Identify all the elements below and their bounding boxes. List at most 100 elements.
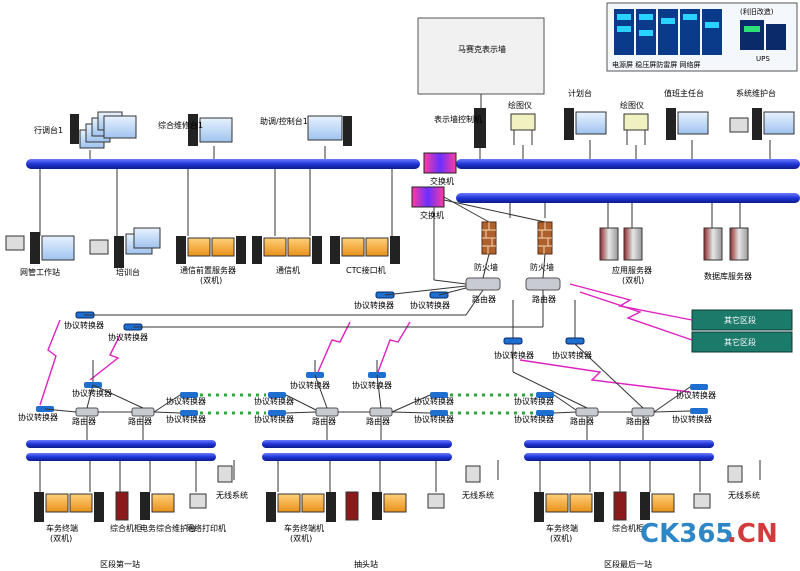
firewall-2-label: 防火墙 [530, 262, 554, 272]
ctc-interface-label: CTC接口机 [346, 265, 386, 275]
upper-bus-right [456, 159, 800, 169]
converter-links [84, 285, 576, 338]
station-buses [26, 440, 714, 461]
protocol-converters-row1: 协议转换器 协议转换器 协议转换器 协议转换器 协议转换器 协议转换器 [64, 291, 592, 360]
plotter-2: 绘图仪 [620, 100, 649, 145]
vehicle-terminal-label-1: 车务终端 [46, 523, 78, 533]
watermark-a: CK365 [640, 519, 734, 549]
station-last-label: 区段最后一站 [604, 559, 652, 569]
router-label-6: 路由器 [626, 416, 650, 426]
wireless-system-label-3: 无线系统 [728, 490, 760, 500]
app-server-dual: (双机) [622, 275, 644, 285]
other-section-box-1: 其它区段 [691, 309, 793, 331]
pc-label-8: 协议转换器 [18, 412, 58, 422]
comm-front-servers: 通信前置服务器 (双机) [176, 236, 246, 285]
network-mgmt-label: 网管工作站 [20, 267, 60, 277]
network-mgmt-station: 网管工作站 [5, 232, 75, 277]
pc-label-17: 协议转换器 [514, 396, 554, 406]
pc-label-12: 协议转换器 [352, 380, 392, 390]
router-label-2: 路由器 [128, 416, 152, 426]
other-section-box-2: 其它区段 [691, 331, 793, 353]
mosaic-wall: 马赛克表示墙 [417, 17, 545, 108]
dotted-links [200, 393, 534, 415]
plan-station-label: 计划台 [568, 88, 592, 98]
pc-label-15: 协议转换器 [414, 396, 454, 406]
pc-label-5: 协议转换器 [494, 350, 534, 360]
second-row-drops [39, 169, 741, 236]
comm-front-server-label: 通信前置服务器 [180, 265, 236, 275]
dispatcher-station-label: 行调台1 [34, 125, 63, 135]
router-label-1: 路由器 [72, 416, 96, 426]
vehicle-terminal-dual-2: (双机) [290, 533, 312, 543]
firewall-2: 防火墙 [530, 221, 554, 272]
pc-label-10: 协议转换器 [166, 414, 206, 424]
other-section-label-1: 其它区段 [724, 315, 756, 325]
display-wall-controller: 表示墙控制机 [434, 108, 486, 148]
power-panel-group: (利旧改造) UPS 电源屏 稳压屏防雷屏 网络屏 [606, 2, 798, 72]
vehicle-terminal-dual-1: (双机) [50, 533, 72, 543]
switch-2: 交换机 [411, 186, 445, 220]
wan-links [39, 283, 693, 406]
pc-label-14: 协议转换器 [254, 414, 294, 424]
pc-label-19: 协议转换器 [676, 390, 716, 400]
station-first-devices: 车务终端 (双机) 综合机柜 电务综合维护台 网络打印机 无线系统 区段第一站 [34, 460, 248, 569]
pc-label-20: 协议转换器 [672, 414, 712, 424]
vehicle-terminal-dual-3: (双机) [550, 533, 572, 543]
pc-label-7: 协议转换器 [72, 388, 112, 398]
app-servers: 应用服务器 (双机) [599, 227, 652, 285]
watermark: CK365 .CN [640, 519, 778, 549]
watermark-b: .CN [727, 519, 778, 549]
pc-label-16: 协议转换器 [414, 414, 454, 424]
plotter-2-label: 绘图仪 [620, 100, 644, 110]
plan-station: 计划台 [564, 88, 607, 140]
switch-1: 交换机 [423, 152, 457, 186]
pc-label-3: 协议转换器 [64, 320, 104, 330]
vehicle-terminal-label-3: 车务终端 [546, 523, 578, 533]
pc-label-18: 协议转换器 [514, 414, 554, 424]
switch-2-label: 交换机 [420, 210, 444, 220]
display-wall-controller-label: 表示墙控制机 [434, 114, 482, 124]
old-use-note: (利旧改造) [740, 7, 774, 16]
station-first-label: 区段第一站 [100, 559, 140, 569]
router-label-3: 路由器 [312, 416, 336, 426]
dispatcher-station: 行调台1 [34, 111, 137, 149]
integrated-cabinet-label-3: 综合机柜 [612, 523, 644, 533]
maintenance-station-label: 综合维修台1 [158, 120, 203, 130]
assistant-control-label: 助调/控制台1 [260, 116, 308, 126]
pc-label-4: 协议转换器 [108, 332, 148, 342]
station-interconnect [44, 343, 691, 440]
station-middle-label: 抽头站 [354, 559, 378, 569]
pc-label-6: 协议转换器 [552, 350, 592, 360]
upper-drops [89, 140, 771, 160]
firewall-links [433, 196, 546, 285]
shift-supervisor-label: 值班主任台 [664, 88, 704, 98]
shift-supervisor-station: 值班主任台 [664, 88, 709, 140]
pc-label-11: 协议转换器 [290, 380, 330, 390]
app-server-label: 应用服务器 [612, 265, 652, 275]
station-middle-devices: 车务终端机 (双机) 无线系统 抽头站 [266, 460, 499, 569]
switch-1-label: 交换机 [430, 176, 454, 186]
training-label: 培训台 [116, 267, 140, 277]
router-label-4: 路由器 [366, 416, 390, 426]
maintenance-station: 综合维修台1 [158, 114, 233, 146]
system-maintenance-station: 系统维护台 [729, 88, 795, 140]
comm-machine-label: 通信机 [276, 265, 300, 275]
db-server-label: 数据库服务器 [704, 271, 752, 281]
power-maint-label-1: 电务综合维护台 [140, 523, 196, 533]
ctc-interface: CTC接口机 [330, 236, 400, 275]
router-center-1-label: 路由器 [472, 294, 496, 304]
pc-label-2: 协议转换器 [410, 300, 450, 310]
vehicle-terminal-machine-label: 车务终端机 [284, 523, 324, 533]
ups-label: UPS [756, 55, 770, 63]
training-station: 培训台 [89, 227, 161, 277]
comm-machine: 通信机 [252, 236, 322, 275]
station-last-devices: 车务终端 (双机) 综合机柜 无线系统 区段最后一站 [534, 460, 761, 569]
power-panel-label: 电源屏 稳压屏防雷屏 网络屏 [612, 60, 700, 69]
pc-label-13: 协议转换器 [254, 396, 294, 406]
other-section-label-2: 其它区段 [724, 337, 756, 347]
router-center-2-label: 路由器 [532, 294, 556, 304]
network-printer-label-1: 网络打印机 [186, 523, 226, 533]
wireless-system-label-2: 无线系统 [462, 490, 494, 500]
comm-front-server-dual: (双机) [200, 275, 222, 285]
